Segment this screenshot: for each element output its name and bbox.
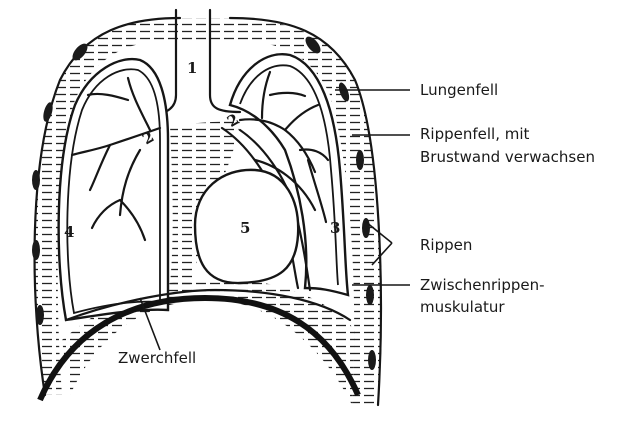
label-lungenfell: Lungenfell — [420, 81, 498, 99]
label-rippenfell-2: Brustwand verwachsen — [420, 148, 595, 166]
label-zwerchfell: Zwerchfell — [118, 349, 196, 367]
label-zwischenrippen-1: Zwischenrippen- — [420, 276, 545, 294]
label-rippen: Rippen — [420, 236, 472, 254]
number-3: 3 — [330, 219, 340, 237]
number-5: 5 — [240, 219, 250, 237]
number-1: 1 — [187, 59, 197, 77]
number-4: 4 — [64, 223, 74, 241]
label-zwischenrippen-2: muskulatur — [420, 298, 505, 316]
label-rippenfell-1: Rippenfell, mit — [420, 125, 530, 143]
